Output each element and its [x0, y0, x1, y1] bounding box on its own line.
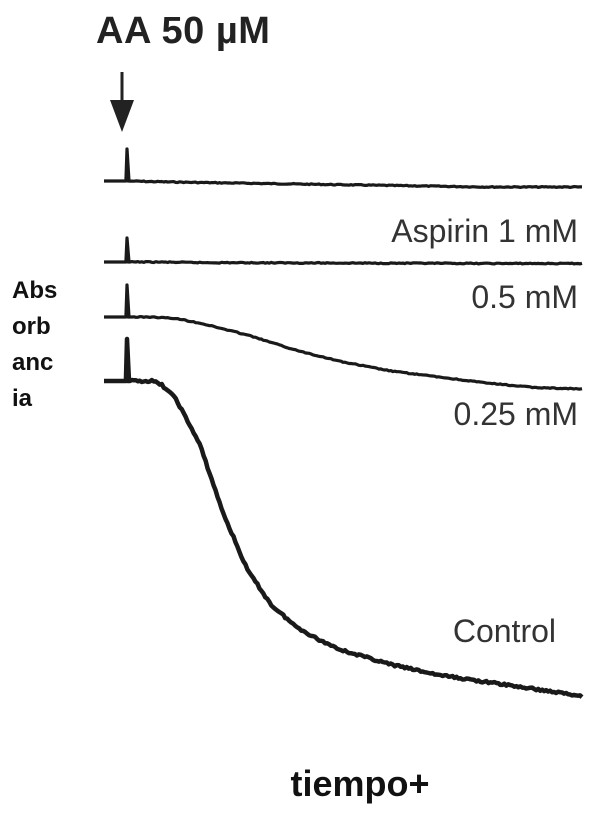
- y-axis-label: Abs orb anc ia: [12, 273, 82, 417]
- trace-0-25-mm: [104, 283, 583, 391]
- agonist-annotation: AA 50 µM: [96, 10, 271, 52]
- y-axis-label-line-4: ia: [12, 385, 33, 412]
- trace-aspirin-1-mm: [104, 147, 583, 189]
- traces: [103, 147, 584, 699]
- y-axis-label-line-1: Abs: [12, 277, 58, 304]
- trace-control: [103, 336, 584, 699]
- agonist-arrow-icon: [110, 72, 134, 132]
- y-axis-label-line-3: anc: [12, 349, 54, 376]
- trace-label-aspirin-1mm: Aspirin 1 mM: [391, 213, 578, 249]
- trace-0-5-mm: [104, 236, 583, 266]
- trace-labels: Aspirin 1 mM 0.5 mM 0.25 mM Control: [391, 213, 578, 649]
- trace-label-control: Control: [453, 613, 556, 649]
- trace-label-0-25mm: 0.25 mM: [454, 396, 578, 432]
- trace-label-0-5mm: 0.5 mM: [471, 279, 578, 315]
- x-axis-label: tiempo+: [290, 763, 430, 804]
- y-axis-label-line-2: orb: [12, 313, 51, 340]
